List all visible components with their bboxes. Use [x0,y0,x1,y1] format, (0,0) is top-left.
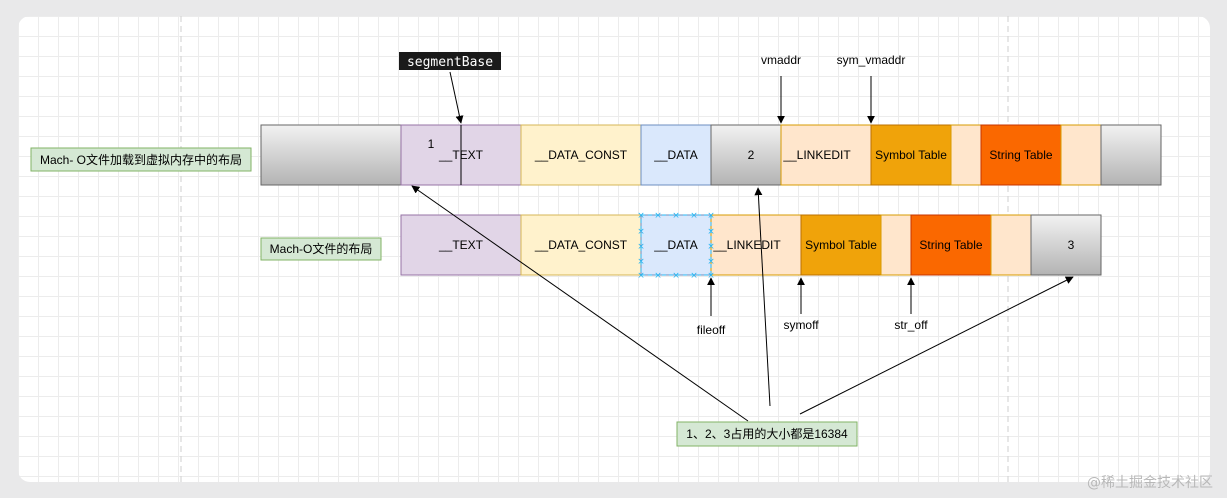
file-text-label: __TEXT [438,238,484,252]
vm-padding-2 [710,124,782,186]
file-layout-row: × × × × × × × × × × × × × × × × __TEXT _… [400,211,1102,281]
vm-linkedit-label: __LINKEDIT [782,148,851,162]
svg-text:×: × [637,227,645,237]
vm-data-segment [640,124,712,186]
svg-text:×: × [654,271,662,281]
vm-linkedit-gap-2 [1060,124,1102,186]
svg-text:×: × [637,257,645,267]
file-linkedit-label: __LINKEDIT [712,238,781,252]
vm-leading-gap [260,124,402,186]
selection-handles: × × × × × × × × × × × × × × × × [637,211,715,281]
file-linkedit-gap-1 [880,214,912,276]
segment-base-label: segmentBase [407,55,493,70]
vm-data-const-segment [520,124,642,186]
file-layout-label: Mach-O文件的布局 [270,241,373,256]
vm-linkedit-segment [780,124,872,186]
selection-outline [640,214,712,276]
file-string-table [910,214,992,276]
svg-text:×: × [690,211,698,221]
svg-text:×: × [637,271,645,281]
file-layout-tag [260,237,382,261]
marker-2: 2 [748,148,755,162]
svg-text:×: × [707,271,715,281]
file-data-const-label: __DATA_CONST [534,238,628,252]
svg-text:×: × [707,257,715,267]
vm-data-const-label: __DATA_CONST [534,148,628,162]
str-off-label: str_off [894,318,928,332]
vmaddr-label: vmaddr [761,53,801,67]
watermark: @稀土掘金技术社区 [1087,475,1213,491]
macho-layout-diagram: 1 __TEXT __DATA_CONST __DATA 2 __LINKEDI… [30,16,1162,482]
svg-text:×: × [637,242,645,252]
sym-vmaddr-label: sym_vmaddr [837,53,906,67]
note-arrow-2 [754,187,771,407]
svg-text:×: × [707,242,715,252]
file-symbol-table [800,214,882,276]
file-data-label: __DATA [653,238,698,252]
svg-text:×: × [637,211,645,221]
vm-string-table [980,124,1062,186]
vm-data-label: __DATA [653,148,698,162]
diagram-canvas: 1 __TEXT __DATA_CONST __DATA 2 __LINKEDI… [18,16,1210,482]
vm-layout-row: 1 __TEXT __DATA_CONST __DATA 2 __LINKEDI… [260,124,1162,186]
segment-base-tag [399,52,501,70]
size-note-box [676,421,858,447]
file-padding-3 [1030,214,1102,276]
svg-text:×: × [672,271,680,281]
svg-text:×: × [707,227,715,237]
vm-trailing-gap [1100,124,1162,186]
vm-symbol-table-label: Symbol Table [875,148,947,162]
svg-text:×: × [707,211,715,221]
note-arrow-3 [799,276,1074,415]
vm-layout-label: Mach- O文件加载到虚拟内存中的布局 [40,152,242,167]
vm-linkedit-gap-1 [950,124,982,186]
size-note-label: 1、2、3占用的大小都是16384 [686,426,848,441]
marker-1: 1 [428,137,435,151]
segment-base-arrow [449,71,464,124]
vm-text-label: __TEXT [438,148,484,162]
vm-string-table-label: String Table [989,148,1052,162]
vm-symbol-table [870,124,952,186]
file-linkedit-gap-2 [990,214,1032,276]
file-symbol-table-label: Symbol Table [805,238,877,252]
svg-text:×: × [690,271,698,281]
svg-text:×: × [654,211,662,221]
symoff-label: symoff [783,318,819,332]
file-data-const-segment [520,214,642,276]
fileoff-label: fileoff [697,323,726,337]
marker-3: 3 [1068,238,1075,252]
vm-layout-tag [30,147,252,172]
file-string-table-label: String Table [919,238,982,252]
note-arrow-1 [411,185,749,422]
svg-text:×: × [672,211,680,221]
